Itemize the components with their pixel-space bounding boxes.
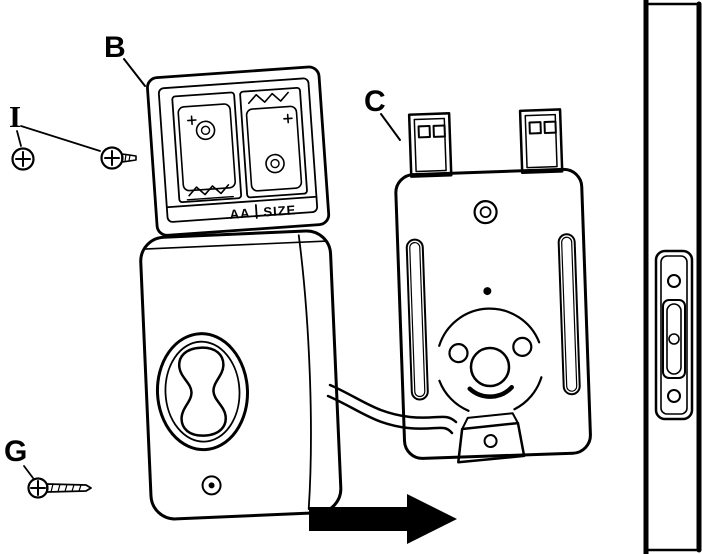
latch-screw-hole-bottom	[667, 389, 681, 403]
battery-size-text-size: SIZE	[263, 202, 297, 219]
plate-outline	[394, 167, 592, 460]
deadbolt-latch-plate	[654, 249, 694, 421]
body-bottom-hole	[201, 475, 222, 496]
screw-i-left	[11, 147, 35, 171]
label-b: B	[104, 31, 126, 64]
battery-size-text-aa: AA	[229, 205, 251, 221]
battery-right	[245, 105, 303, 192]
latch-screw-hole-top	[667, 274, 681, 288]
wire-connector-right	[518, 108, 564, 175]
battery-size-marking: AA SIZE	[229, 202, 297, 222]
battery-spring	[247, 91, 289, 105]
battery-tray: AA SIZE	[146, 65, 331, 237]
leader-line-i-right	[20, 125, 101, 152]
door-edge	[643, 0, 702, 554]
spindle-hole	[469, 346, 511, 388]
hub-hole-left	[448, 343, 469, 364]
mounting-plate	[394, 108, 592, 464]
plate-slot-left	[405, 238, 429, 401]
deadbolt-bolt	[666, 303, 682, 375]
leader-line-c	[380, 113, 401, 141]
part-labels: B C I G	[4, 31, 401, 468]
bolt-cutout	[662, 299, 686, 379]
screw-shaft	[46, 483, 92, 493]
label-i: I	[9, 99, 21, 134]
leader-line-i-left	[16, 130, 22, 147]
wire-connector-left	[407, 112, 453, 178]
leader-line-g	[23, 465, 34, 479]
connector-cable	[326, 383, 458, 435]
thumbturn-grip	[178, 346, 227, 437]
hub-arc	[467, 385, 514, 399]
battery-bay-right	[239, 86, 308, 199]
screw-g	[23, 465, 92, 499]
plate-bottom-bracket	[457, 412, 526, 464]
leader-line-b	[123, 58, 146, 87]
spindle-hub	[438, 307, 543, 412]
plate-slot-right	[557, 233, 581, 396]
body-side-contour	[297, 234, 312, 511]
body-bottom-dot	[208, 482, 215, 489]
battery-left	[177, 103, 236, 192]
hub-hole-right	[512, 336, 533, 357]
battery-spring	[188, 184, 230, 197]
direction-arrow	[309, 494, 457, 544]
label-g: G	[4, 435, 27, 468]
plate-top-hole	[473, 199, 498, 225]
thumbturn-knob	[155, 332, 250, 452]
lock-body	[139, 229, 343, 521]
screw-i-right	[100, 146, 137, 170]
battery-bay-left	[171, 91, 243, 204]
label-c: C	[364, 85, 386, 118]
screws-i	[11, 125, 137, 171]
plate-center-dot	[483, 287, 492, 296]
